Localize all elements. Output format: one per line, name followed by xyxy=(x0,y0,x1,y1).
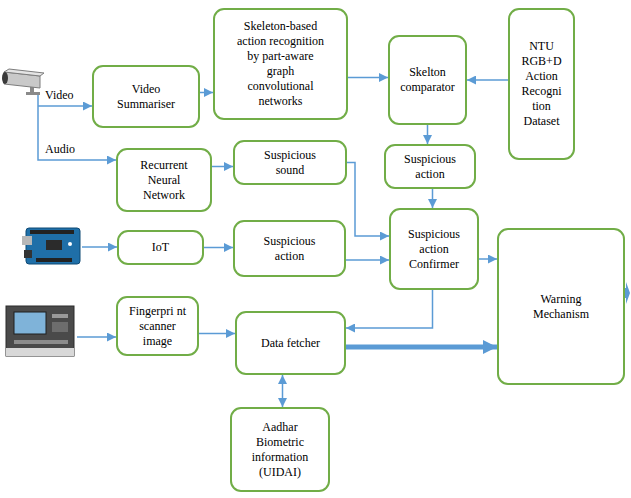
flow-arrow xyxy=(212,166,233,168)
fingerprint-wire xyxy=(77,336,116,338)
confirmer-box: Suspicious action Confirmer xyxy=(389,208,479,290)
aadhar-box: Aadhar Biometric information (UIDAI) xyxy=(230,407,330,492)
box-text: NTU RGB+D Action Recogni tion Dataset xyxy=(514,39,569,129)
fetcher-box: Data fetcher xyxy=(235,311,346,375)
iot-wire xyxy=(82,246,117,248)
cctv-camera xyxy=(2,69,44,95)
box-text: Skelton comparator xyxy=(394,65,461,95)
box-text: Suspicious action Confirmer xyxy=(397,227,471,272)
box-text: Suspicious action xyxy=(255,234,324,264)
box-text: Suspicious sound xyxy=(255,148,325,178)
box-text: Video Summariser xyxy=(108,82,184,112)
arduino-board xyxy=(22,228,80,264)
flow-arrow xyxy=(199,333,235,335)
dataset-box: NTU RGB+D Action Recogni tion Dataset xyxy=(508,8,575,160)
box-text: Recurrent Neural Network xyxy=(126,158,202,203)
fingerprint-box: Fingerpri nt scanner image xyxy=(116,296,199,356)
action-box: Suspicious action xyxy=(384,144,476,189)
action-box: Suspicious action xyxy=(233,220,346,277)
recognition-box: Skeleton-based action recognition by par… xyxy=(213,8,348,120)
flow-arrow xyxy=(427,125,429,144)
flow-arrow xyxy=(282,375,284,407)
sound-box: Suspicious sound xyxy=(233,140,347,185)
flow-arrow xyxy=(346,259,389,261)
flow-arrow xyxy=(467,79,508,81)
flow-arrow xyxy=(200,92,213,94)
box-text: Fingerpri nt scanner image xyxy=(128,304,187,349)
box-text: Aadhar Biometric information (UIDAI) xyxy=(242,420,318,480)
flow-arrow xyxy=(479,258,497,260)
warning-box: Warning Mechanism xyxy=(497,228,625,385)
flow-arrow xyxy=(346,290,433,328)
box-text: Data fetcher xyxy=(261,336,320,351)
thick-arrow xyxy=(346,345,497,350)
atm-machine xyxy=(6,306,74,356)
flow-arrow xyxy=(432,189,434,208)
line-label: Audio xyxy=(44,143,76,156)
iot-box: IoT xyxy=(117,230,204,265)
box-text: IoT xyxy=(152,240,169,255)
rnn-box: Recurrent Neural Network xyxy=(116,148,212,212)
flow-arrow xyxy=(204,247,233,249)
summariser-box: Video Summariser xyxy=(92,65,200,128)
line-label: Video xyxy=(44,89,75,102)
box-text: Suspicious action xyxy=(396,152,464,182)
flow-arrow xyxy=(348,77,388,79)
box-text: Skeleton-based action recognition by par… xyxy=(237,19,324,109)
flow-arrow xyxy=(347,163,389,237)
comparator-box: Skelton comparator xyxy=(388,35,467,125)
box-text: Warning Mechanism xyxy=(521,292,601,322)
